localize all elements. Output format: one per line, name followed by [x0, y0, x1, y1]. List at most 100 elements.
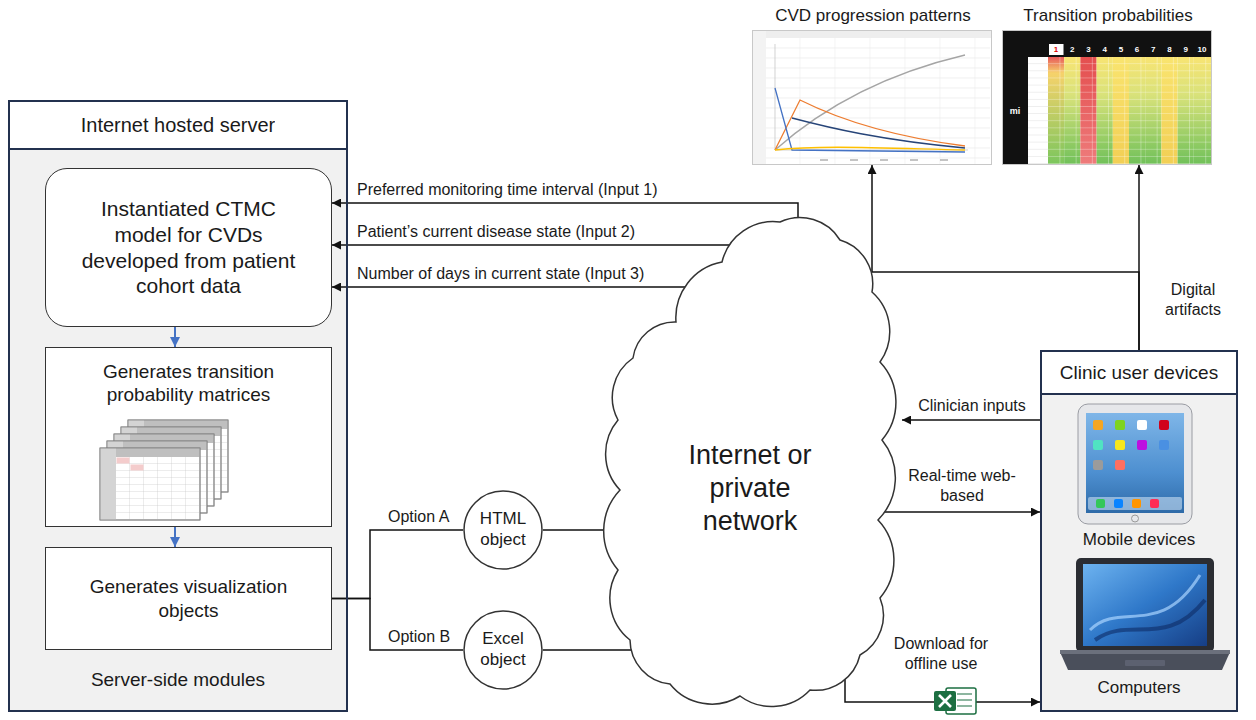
panel-ground [1040, 350, 1238, 712]
connector [332, 599, 463, 651]
tablet-icon [1078, 404, 1192, 524]
thumbnail-title: CVD progression patterns [733, 6, 1013, 27]
tablet-icon [1086, 413, 1184, 513]
excel-icon [939, 695, 951, 707]
output-circle: Excel object [463, 610, 543, 690]
tablet-icon [1137, 420, 1147, 430]
tablet-icon [1115, 440, 1125, 450]
edge-label: Patient’s current disease state (Input 2… [355, 222, 637, 242]
table-thumbnail [1002, 57, 1028, 164]
connector [174, 327, 176, 347]
tablet-icon [1093, 420, 1103, 430]
excel-icon [934, 688, 976, 714]
state-name: mi [1002, 106, 1028, 117]
tablet-icon [1159, 420, 1169, 430]
output-circle: HTML object [463, 490, 543, 570]
table-thumbnail [1002, 30, 1212, 165]
chart-thumbnail [775, 88, 965, 152]
tablet-icon [1115, 460, 1125, 470]
cloud-outline [604, 218, 896, 707]
edge-label: Preferred monitoring time interval (Inpu… [355, 180, 660, 200]
connector [865, 511, 1040, 513]
table-thumbnail [1002, 30, 1212, 165]
process-box-ground [45, 347, 332, 527]
connector [1138, 165, 1140, 350]
laptop-icon [1125, 660, 1165, 666]
chart-thumbnail [775, 55, 965, 150]
edge-label: Option B [386, 627, 452, 647]
panel-heading: Internet hosted server [8, 100, 348, 150]
chart-thumbnail [775, 100, 965, 150]
tablet-icon [1088, 497, 1182, 510]
connector [332, 530, 463, 599]
chart-thumbnail [752, 30, 992, 165]
devices-panel: Mobile devicesComputers Clinic user devic… [1040, 350, 1238, 712]
tablet-icon [1132, 499, 1141, 508]
tablet-icon [1159, 440, 1169, 450]
table-thumbnail [1028, 57, 1048, 164]
column-number: 4 [1097, 45, 1113, 55]
column-number: 10 [1194, 45, 1210, 55]
device-caption: Mobile devices [1042, 530, 1236, 551]
edge-label: Download for offline use [883, 634, 999, 673]
table-thumbnail [1049, 44, 1064, 55]
laptop-icon [1083, 564, 1207, 646]
chart-thumbnail [752, 30, 766, 165]
process-box-ground [45, 347, 332, 527]
panel-heading: Clinic user devices [1040, 350, 1238, 395]
table-thumbnail [1002, 31, 1212, 42]
laptop-icon [1060, 652, 1230, 670]
device-caption: Computers [1042, 678, 1236, 699]
panel-ground [8, 100, 348, 712]
tablet-icon [1093, 440, 1103, 450]
table-thumbnail [1048, 57, 1212, 164]
chart-thumbnail [775, 44, 968, 150]
node-label: Internet or private network [663, 439, 838, 538]
node-label: Generates visualization objects [66, 575, 311, 621]
tablet-icon [1093, 460, 1103, 470]
chart-thumbnail [752, 30, 992, 38]
column-number: 9 [1178, 45, 1194, 55]
edge-label: Number of days in current state (Input 3… [355, 264, 646, 284]
table-thumbnail [1028, 57, 1048, 164]
edge-label: Option A [386, 507, 451, 527]
table-thumbnail [1002, 42, 1212, 57]
chart-thumbnail [820, 160, 948, 161]
excel-icon [934, 691, 956, 711]
process-box: Generates transition probability matrice… [45, 347, 332, 527]
edge-label: Clinician inputs [905, 396, 1039, 416]
panel-ground [8, 100, 1238, 712]
chart-thumbnail: CVD progression patterns [752, 30, 992, 165]
model-box: Instantiated CTMC model for CVDs develop… [45, 168, 332, 327]
tablet-icon [1114, 499, 1123, 508]
tablet-icon [1150, 499, 1159, 508]
thumbnail-title: Transition probabilities [983, 6, 1233, 27]
matrix-stack-icon [100, 420, 228, 520]
column-number: 3 [1080, 45, 1096, 55]
node-label: Internet hosted server [81, 113, 276, 137]
node-label: Generates transition probability matrice… [66, 360, 311, 406]
connector [902, 419, 1040, 421]
panel-caption: Server-side modules [10, 668, 346, 691]
connector [332, 287, 698, 330]
circle-outline [464, 611, 542, 689]
connector [872, 165, 1139, 350]
node-label: Excel object [468, 629, 538, 670]
tablet-icon [1137, 440, 1147, 450]
tablet-icon [1078, 404, 1192, 524]
chart-thumbnail [766, 48, 990, 158]
column-number: 7 [1145, 45, 1161, 55]
column-number: 8 [1161, 45, 1177, 55]
chart-thumbnail [792, 118, 965, 148]
tablet-icon [1115, 420, 1125, 430]
node-label: HTML object [468, 509, 538, 550]
laptop-icon [1060, 650, 1230, 654]
circle-outline [464, 491, 542, 569]
table-thumbnail: Transition probabilities [1002, 30, 1212, 165]
edge-label: Real-time web-based [905, 466, 1019, 505]
chart-thumbnail [752, 30, 992, 165]
node-label: Instantiated CTMC model for CVDs develop… [70, 196, 307, 298]
matrix-stack-icon [100, 448, 200, 520]
laptop-icon [1060, 558, 1230, 670]
chart-thumbnail [775, 147, 965, 150]
